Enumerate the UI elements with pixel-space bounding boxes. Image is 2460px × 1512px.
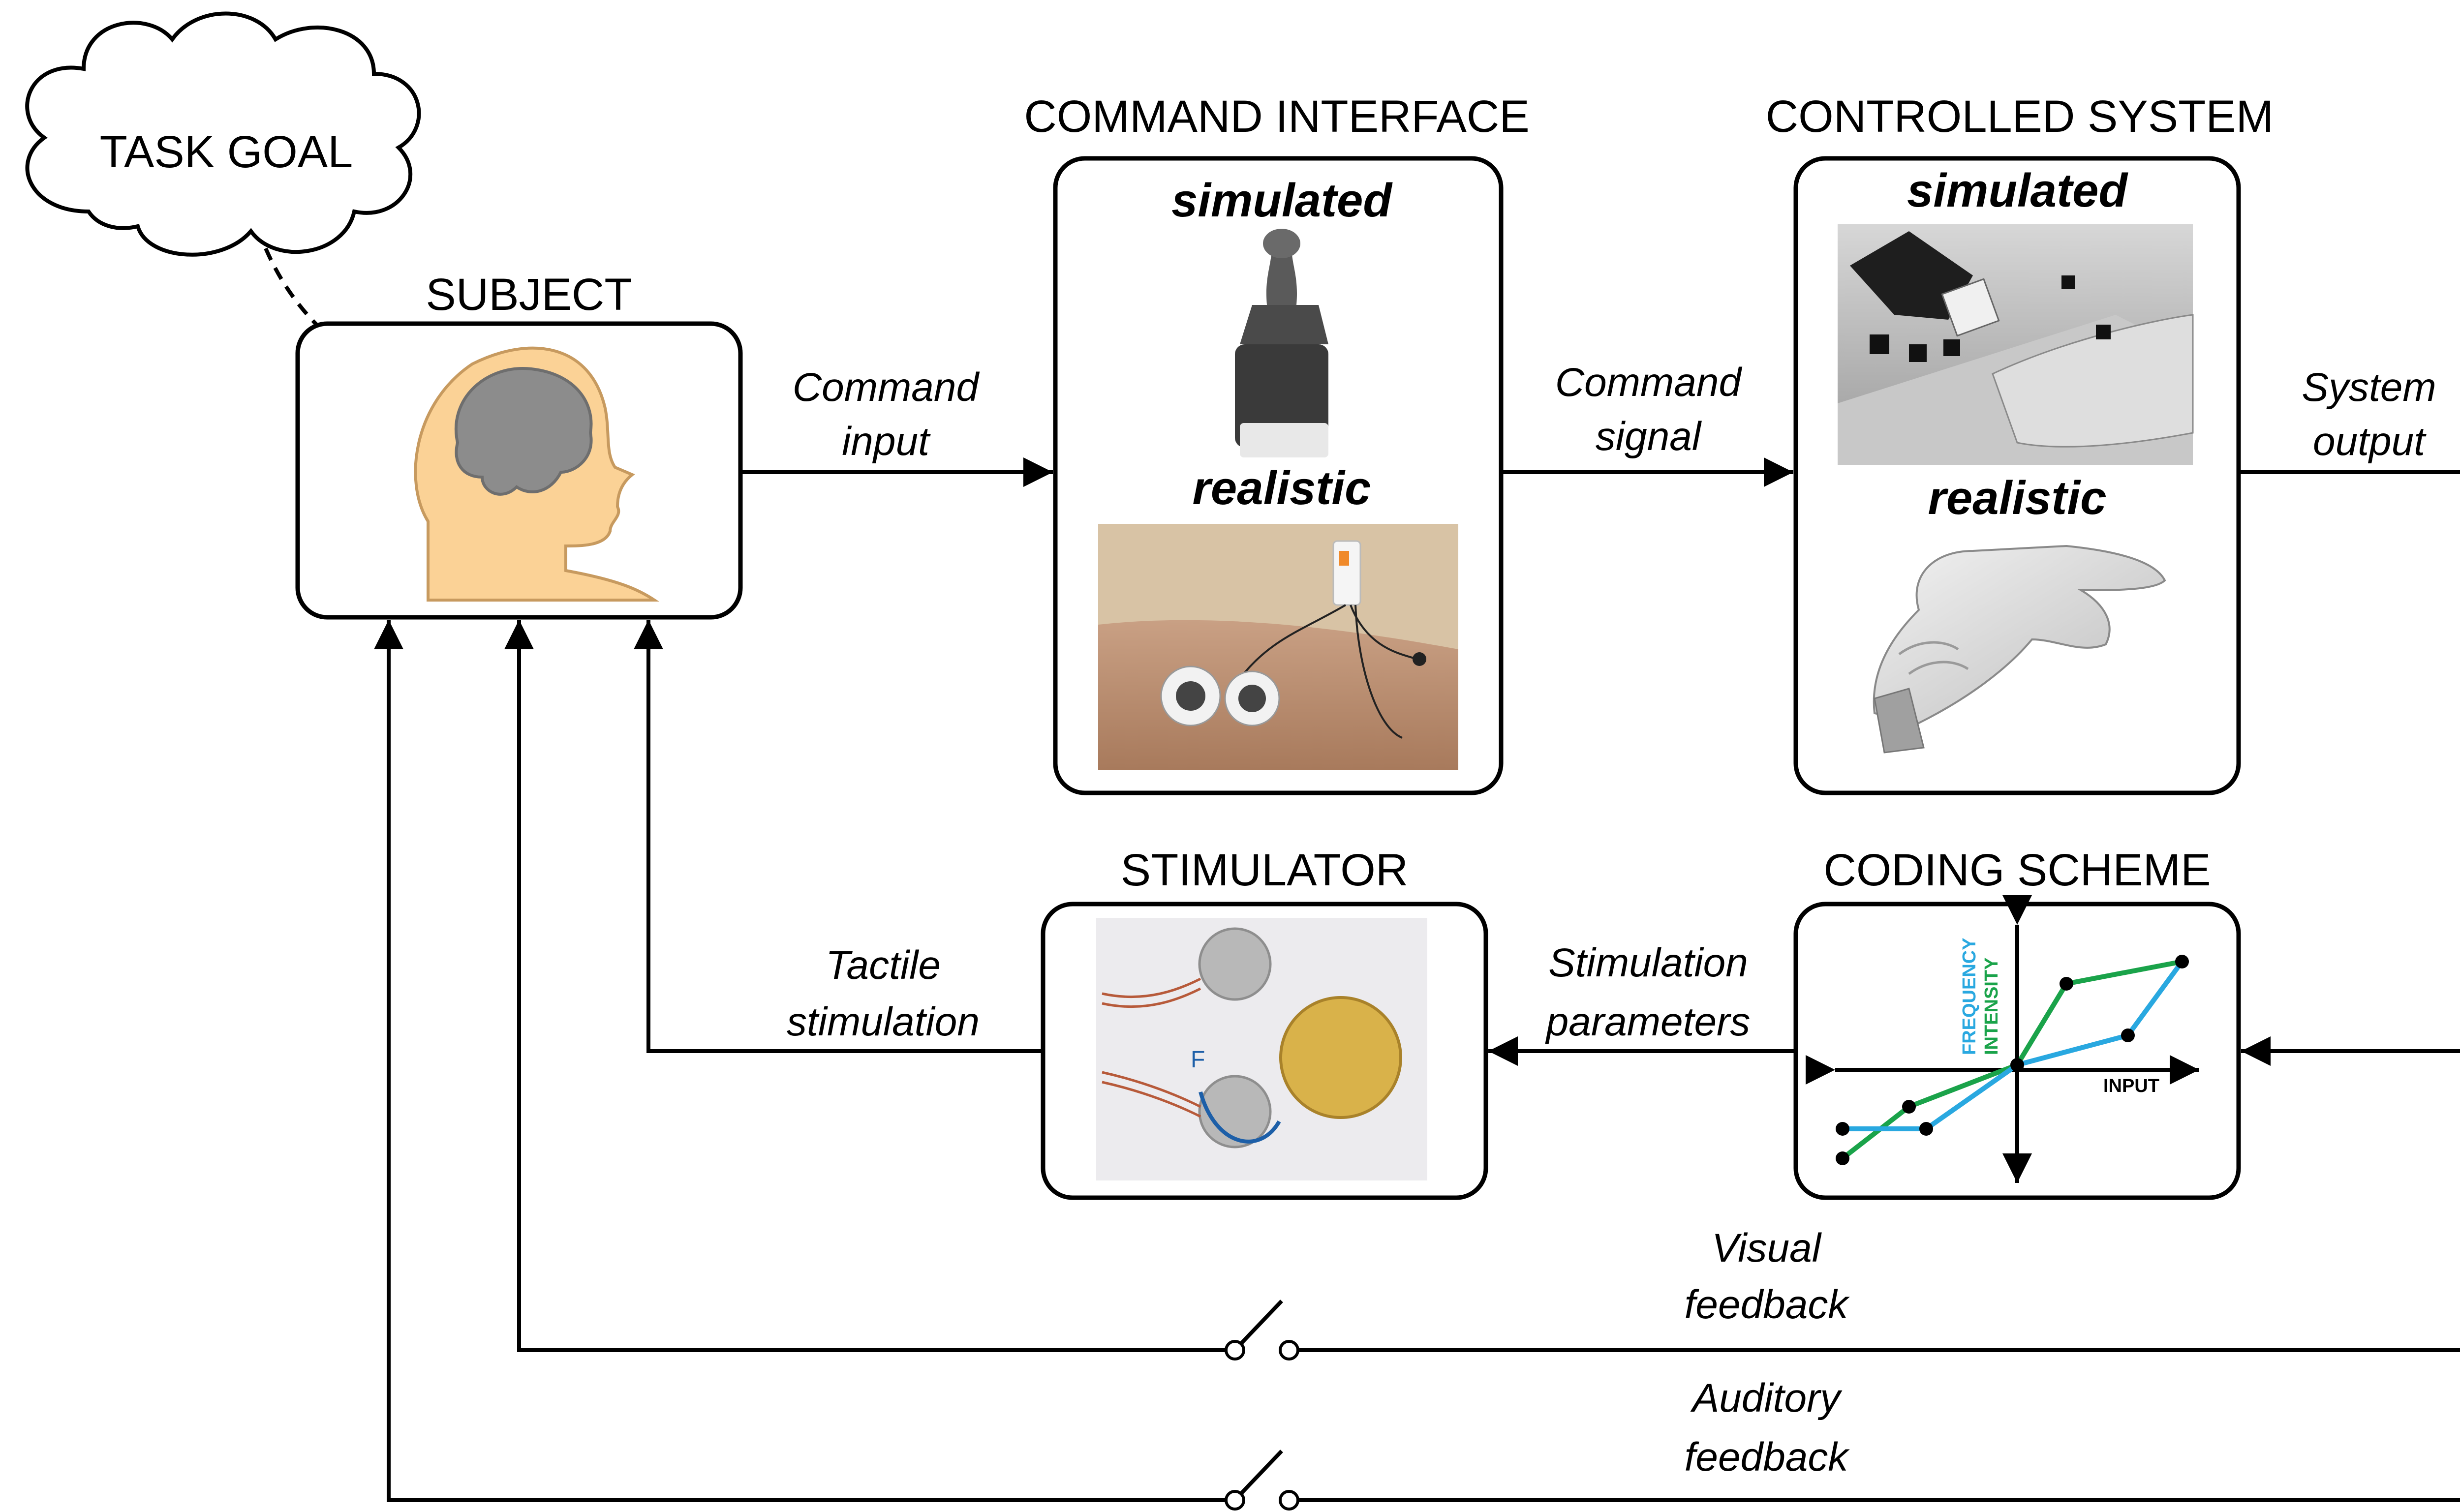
coding-scheme-title: CODING SCHEME [1823,845,2211,895]
controlled-system-title: CONTROLLED SYSTEM [1766,91,2274,142]
controlled-system-realistic-label: realistic [1928,472,2107,524]
system-output-label-line1: System [2302,365,2436,410]
task-goal-label: TASK GOAL [100,127,353,177]
motor-letter-label: F [1191,1047,1205,1073]
visual-feedback-arrow [504,620,1235,1352]
tactile-stimulation-label-line1: Tactile [826,943,941,988]
command-input-label-line2: input [842,419,931,464]
visual-feedback-switch-icon [1225,1300,1299,1361]
command-signal-label-line2: signal [1596,414,1702,459]
system-output-label-line2: output [2313,419,2427,464]
simulated-hand-render-icon [1838,224,2194,465]
tactile-stimulation-label-line2: stimulation [787,999,980,1044]
graph-frequency-label: FREQUENCY [1959,937,1980,1055]
task-goal-cloud: TASK GOAL [25,11,421,257]
subject-title: SUBJECT [426,270,632,320]
system-output-trunk [1299,470,2460,1502]
command-input-label-line1: Command [793,365,980,410]
stimulation-parameters-label-line2: parameters [1545,999,1751,1044]
prosthetic-hand-icon [1873,544,2166,754]
visual-feedback-label-line1: Visual [1712,1226,1822,1270]
forearm-electrode-photo-icon [1098,524,1458,770]
command-interface-title: COMMAND INTERFACE [1024,91,1529,142]
command-signal-label-line1: Command [1555,360,1743,405]
command-interface-simulated-label: simulated [1171,174,1393,227]
head-silhouette-icon [414,346,659,602]
command-interface-realistic-label: realistic [1193,462,1371,514]
stimulation-parameters-label-line1: Stimulation [1548,940,1748,985]
graph-intensity-label: INTENSITY [1981,958,2002,1055]
auditory-feedback-arrow [374,620,1235,1502]
auditory-feedback-label-line1: Auditory [1690,1376,1843,1421]
graph-input-label: INPUT [2103,1076,2159,1096]
stimulator-title: STIMULATOR [1121,845,1408,895]
auditory-feedback-switch-icon [1225,1450,1299,1511]
controlled-system-simulated-label: simulated [1907,164,2128,217]
joystick-icon [1235,229,1328,457]
visual-feedback-label-line2: feedback [1685,1282,1850,1327]
auditory-feedback-label-line2: feedback [1685,1435,1850,1480]
tactile-stimulation-arrow [634,620,1043,1053]
vibration-motor-photo-icon: F [1096,918,1427,1180]
coding-scheme-graph: FREQUENCY INTENSITY INPUT [1806,895,2199,1183]
